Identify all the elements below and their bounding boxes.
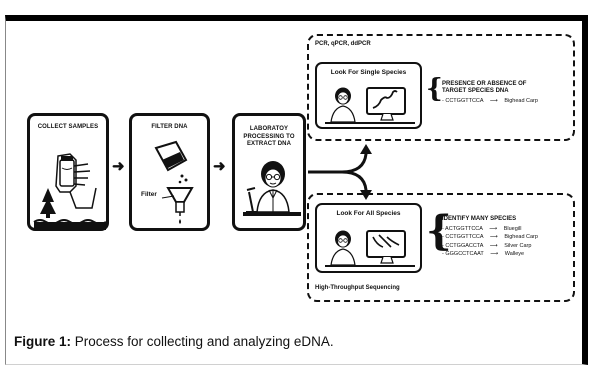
all-species-group: Look For All Species { IDENTIFY MANY SPE… (307, 193, 575, 302)
arrow-right-icon: ⟶ (489, 234, 498, 241)
species-name: Silver Carp (504, 242, 532, 249)
step-lab-processing: LABORATOY PROCESSING TO EXTRACT DNA (232, 113, 306, 231)
arrow-right-icon: ⟶ (489, 226, 498, 232)
scientist-computer-icon (325, 230, 415, 267)
branch-arrow-icon (308, 144, 372, 200)
step-filter-dna-label: FILTER DNA (151, 124, 188, 130)
sequence-row: - ACTGGTTCCA ⟶ Bluegill (442, 225, 592, 233)
sequence-text: - CCTGGTTCCA (442, 98, 484, 104)
all-species-panel: Look For All Species (315, 203, 422, 273)
sequence-row: - GGGCCTCAAT ⟶ Walleye (442, 250, 592, 258)
scientist-computer-icon (325, 87, 415, 124)
single-species-sequence-list: - CCTGGTTCCA ⟶ Bighead Carp (442, 97, 592, 105)
sequence-row: - CCTGGTTCCA ⟶ Bighead Carp (442, 233, 592, 241)
bottom-methods-label: High-Throughput Sequencing (315, 285, 400, 291)
step-collect-samples: COLLECT SAMPLES (27, 113, 109, 231)
sequence-text: - CCTGGTTCCA (442, 234, 484, 241)
curly-brace-icon: { (426, 74, 443, 104)
all-species-panel-title: Look For All Species (336, 210, 401, 217)
single-species-panel: Look For Single Species (315, 62, 422, 129)
step-filter-dna: FILTER DNA Filter (129, 113, 210, 231)
species-name: Bighead Carp (504, 98, 538, 104)
arrow-right-icon: ⟶ (489, 242, 498, 249)
figure-caption-prefix: Figure 1: (14, 334, 72, 349)
sequence-text: - CCTGGACCTA (442, 242, 484, 249)
species-name: Bighead Carp (504, 234, 538, 241)
figure-frame (5, 15, 588, 365)
top-methods-label: PCR, qPCR, ddPCR (315, 41, 371, 47)
all-species-sequence-list: - ACTGGTTCCA ⟶ Bluegill - CCTGGTTCCA ⟶ B… (442, 225, 592, 259)
curly-brace-icon: { (426, 207, 452, 254)
arrow-right-icon: ⟶ (490, 251, 499, 258)
all-species-result-title: IDENTIFY MANY SPECIES (442, 216, 517, 222)
filter-label: Filter (141, 191, 157, 198)
single-species-panel-title: Look For Single Species (330, 69, 407, 76)
species-name: Bluegill (503, 226, 522, 232)
arrow-right-icon: ⟶ (489, 98, 498, 104)
species-name: Walleye (504, 251, 525, 258)
sequence-row: - CCTGGTTCCA ⟶ Bighead Carp (442, 97, 592, 105)
single-species-group: PCR, qPCR, ddPCR Look For Single Species… (307, 34, 575, 141)
single-species-result-title: PRESENCE OR ABSENCE OF TARGET SPECIES DN… (442, 81, 527, 94)
collect-samples-illustration-icon (33, 153, 107, 230)
step-lab-processing-label: LABORATOY PROCESSING TO EXTRACT DNA (243, 126, 295, 147)
figure-caption-text: Process for collecting and analyzing eDN… (71, 334, 334, 349)
scientist-icon (243, 161, 301, 216)
arrow-right-icon: ➜ (213, 158, 226, 175)
sequence-row: - CCTGGACCTA ⟶ Silver Carp (442, 242, 592, 250)
figure-caption: Figure 1: Process for collecting and ana… (14, 334, 334, 349)
sequence-text: - GGGCCTCAAT (442, 251, 484, 258)
arrow-right-icon: ➜ (112, 158, 125, 175)
step-collect-samples-label: COLLECT SAMPLES (37, 124, 99, 130)
filter-illustration-icon (154, 140, 194, 224)
sequence-text: - ACTGGTTCCA (442, 226, 483, 232)
